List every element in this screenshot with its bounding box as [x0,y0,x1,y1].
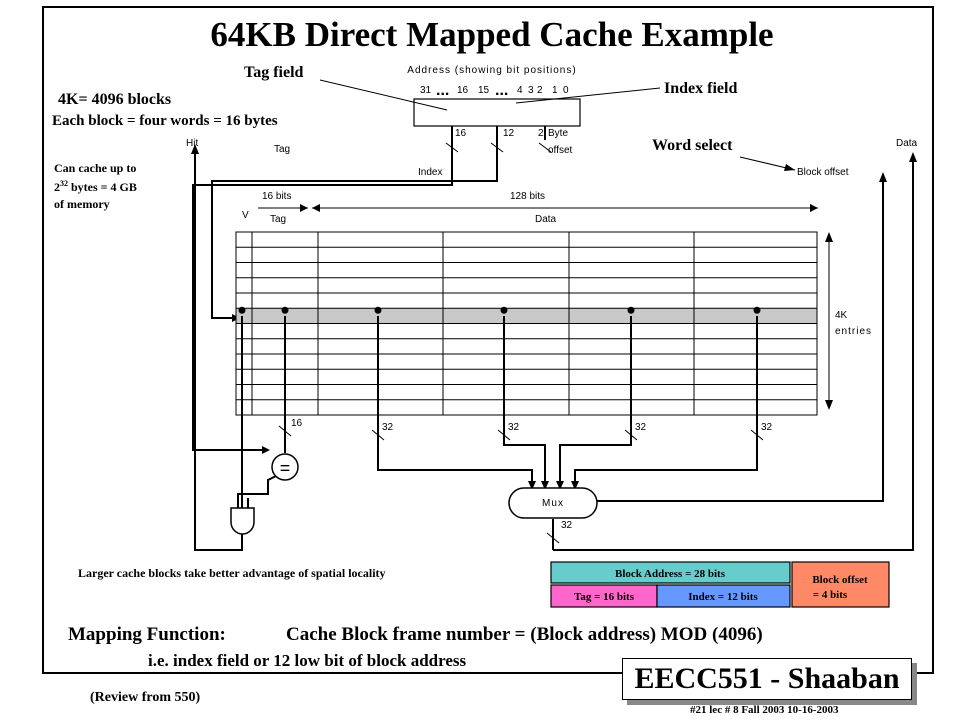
tag-field-pointer [319,79,448,111]
tag-width: 16 [455,128,467,139]
index-box-text: Index = 12 bits [688,591,758,603]
data-out-arrowhead [909,152,917,162]
data-out-label: Data [896,138,918,149]
mux-out-width: 32 [561,520,573,531]
word3-width: 32 [761,422,773,433]
hit-arrowhead [191,144,199,154]
index-width: 12 [503,128,515,139]
review-note: (Review from 550) [90,690,201,705]
data-bits-label: 128 bits [510,191,545,202]
row-output-dot [374,306,382,314]
row-output-dot [500,306,508,314]
course-badge-text: EECC551 - Shaaban [634,662,900,695]
bit-31: 31 [420,85,432,96]
block-size-note: Each block = four words = 16 bytes [52,113,278,129]
row-output-dot [238,306,246,314]
word1-width: 32 [508,422,520,433]
row-output-dot [753,306,761,314]
tag-addr-label: Tag [274,144,290,155]
byte-width: 2 [538,128,544,139]
selected-cache-row [236,308,817,324]
row-output-dot [281,306,289,314]
block-offset-arrowhead [879,172,887,182]
block-address-box [550,561,791,584]
mapping-formula: Cache Block frame number = (Block addres… [286,624,763,645]
cache-array [235,231,818,416]
tag-column-label: Tag [270,214,286,225]
capacity-note-3: of memory [54,197,110,211]
bit-15: 15 [478,85,490,96]
bit-16: 16 [457,85,469,96]
and-gate [230,507,255,535]
bit-2: 2 [537,85,543,96]
address-header: Address (showing bit positions) [407,65,576,76]
address-register [413,98,581,127]
field-widths: 16 12 2 Byte offset Tag Index Hit Data B… [186,128,918,178]
address-wire-ticks [445,142,552,153]
index-box [656,584,791,608]
mux [508,487,598,519]
block-address-text: Block Address = 28 bits [615,568,726,580]
page-title: 64KB Direct Mapped Cache Example [210,15,773,54]
mapping-label: Mapping Function: [68,624,226,645]
row-output-dot [627,306,635,314]
word-select-label: Word select [652,137,733,154]
bit-dots-2: ... [495,82,508,99]
mux-label: Mux [542,498,564,509]
tag-comparator [271,453,299,481]
mapping-explanation: i.e. index field or 12 low bit of block … [148,651,467,670]
byte-offset-label-2: offset [548,145,572,156]
bit-positions: 31 ... 16 15 ... 4 3 2 1 0 [420,82,569,99]
tag-box-text: Tag = 16 bits [574,591,635,603]
block-offset-text-2: = 4 bits [813,589,848,601]
bit-0: 0 [563,85,569,96]
bit-dots-1: ... [436,82,449,99]
bit-1: 1 [552,85,558,96]
index-field-label: Index field [664,80,737,97]
word2-width: 32 [635,422,647,433]
address-wires [192,126,546,451]
entries-label-2: entries [835,326,872,337]
data-column-label: Data [535,214,557,225]
word-select-arrowhead [784,164,795,171]
block-offset-box [791,561,890,608]
slide-footer: #21 lec # 8 Fall 2003 10-16-2003 [690,704,839,716]
valid-column-label: V [242,210,249,221]
capacity-note-2: 232 bytes = 4 GB [54,179,137,194]
locality-note: Larger cache blocks take better advantag… [78,566,386,580]
tag-wire-width: 16 [291,418,303,429]
byte-offset-label-1: Byte [548,128,568,139]
bit-4: 4 [517,85,523,96]
data-wires [194,148,914,551]
tag-bits-label: 16 bits [262,191,291,202]
data-wire-ticks [278,425,764,544]
index-field-pointer [515,87,661,104]
hit-label: Hit [186,138,198,149]
tag-wire-arrowhead [262,446,270,454]
slide-frame [42,6,934,674]
tag-field-label: Tag field [244,64,304,81]
block-offset-label: Block offset [797,167,849,178]
blocks-note: 4K= 4096 blocks [58,91,171,108]
entries-label-1: 4K [835,310,848,321]
capacity-note-1: Can cache up to [54,161,136,175]
index-addr-label: Index [418,167,442,178]
word0-width: 32 [382,422,394,433]
block-offset-text-1: Block offset [812,574,868,586]
bit-3: 3 [528,85,534,96]
data-wire-widths: 16 32 32 32 32 32 [291,418,773,531]
comparator-symbol: = [280,458,291,478]
course-badge: EECC551 - Shaaban [622,658,912,700]
